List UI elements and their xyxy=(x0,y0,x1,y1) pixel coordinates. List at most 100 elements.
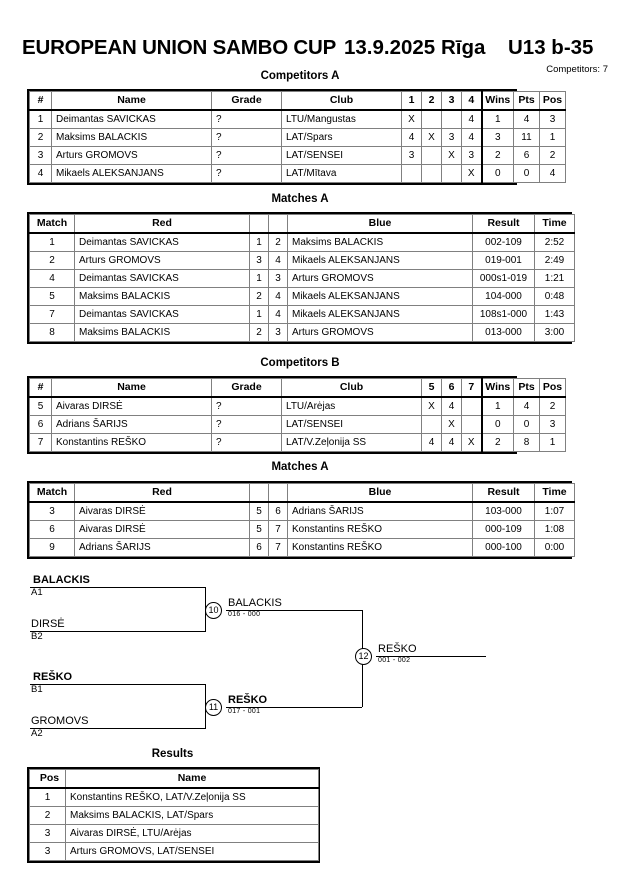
competitor-a-score-0: X xyxy=(401,109,422,129)
match-a-time: 2:52 xyxy=(534,232,575,252)
competitor-a-num: 3 xyxy=(29,146,52,165)
competitor-a-score-3: 4 xyxy=(461,109,482,129)
match-a-red-name: Deimantas SAVICKAS xyxy=(74,269,250,288)
competitor-a-pos: 2 xyxy=(539,146,566,165)
match-b-match-number: 6 xyxy=(29,520,75,539)
competitor-a-header-1: Name xyxy=(51,91,212,111)
match-a-match-number: 2 xyxy=(29,251,75,270)
competitor-b-grade: ? xyxy=(211,396,282,416)
competitor-a-header-8: Wins xyxy=(480,91,514,111)
competitor-a-score-2: X xyxy=(441,146,462,165)
match-a-result: 002-109 xyxy=(472,232,535,252)
competitor-a-header-3: Club xyxy=(281,91,402,111)
match-b-header-bluenum xyxy=(268,483,288,503)
match-a-header-bluenum xyxy=(268,214,288,234)
competitor-b-wins: 0 xyxy=(480,415,514,434)
match-a-red-seed: 2 xyxy=(249,287,269,306)
document-header: EUROPEAN UNION SAMBO CUP 13.9.2025 Rīga … xyxy=(0,36,630,75)
competitor-a-club: LAT/Spars xyxy=(281,128,402,147)
competitor-a-header-0: # xyxy=(29,91,52,111)
bracket-line-entry-2 xyxy=(30,684,205,685)
match-a-red-name: Deimantas SAVICKAS xyxy=(74,232,250,252)
competitor-b-name: Konstantins REŠKO xyxy=(51,433,212,452)
competitor-b-header-2: Grade xyxy=(211,378,282,398)
bracket-line-node-11 xyxy=(226,707,362,708)
match-a-blue-seed: 3 xyxy=(268,323,288,342)
result-name: Maksims BALACKIS, LAT/Spars xyxy=(65,806,319,825)
competitor-a-wins: 1 xyxy=(480,109,514,129)
competitor-a-club: LTU/Mangustas xyxy=(281,109,402,129)
result-pos: 1 xyxy=(29,787,66,807)
competitor-b-pos: 2 xyxy=(539,396,566,416)
match-a-blue-seed: 4 xyxy=(268,287,288,306)
match-b-header-rednum xyxy=(249,483,269,503)
match-b-result: 000-100 xyxy=(472,538,535,557)
competitor-a-score-0: 4 xyxy=(401,128,422,147)
match-a-red-name: Deimantas SAVICKAS xyxy=(74,305,250,324)
match-a-red-name: Maksims BALACKIS xyxy=(74,323,250,342)
match-a-header-match: Match xyxy=(29,214,75,234)
competitor-b-score-0: 4 xyxy=(421,433,442,452)
match-a-result: 019-001 xyxy=(472,251,535,270)
match-b-blue-seed: 6 xyxy=(268,501,288,521)
bracket-line-entry-1 xyxy=(30,631,205,632)
competitor-a-name: Arturs GROMOVS xyxy=(51,146,212,165)
competitor-a-score-2 xyxy=(441,109,462,129)
competitor-a-grade: ? xyxy=(211,128,282,147)
competitor-b-pts: 0 xyxy=(513,415,540,434)
competitor-a-header-7: 4 xyxy=(461,91,482,111)
match-a-blue-name: Mikaels ALEKSANJANS xyxy=(287,287,473,306)
match-b-red-name: Adrians ŠARIJS xyxy=(74,538,250,557)
competitor-a-wins: 0 xyxy=(480,164,514,183)
match-a-red-seed: 1 xyxy=(249,232,269,252)
competitor-a-num: 4 xyxy=(29,164,52,183)
match-a-result: 013-000 xyxy=(472,323,535,342)
competitor-a-pts: 6 xyxy=(513,146,540,165)
match-a-red-name: Arturs GROMOVS xyxy=(74,251,250,270)
competitor-b-grade: ? xyxy=(211,415,282,434)
match-a-red-seed: 1 xyxy=(249,269,269,288)
competitor-b-wins: 2 xyxy=(480,433,514,452)
match-a-time: 1:21 xyxy=(534,269,575,288)
competitor-a-header-5: 2 xyxy=(421,91,442,111)
match-b-red-name: Aivaras DIRSĖ xyxy=(74,520,250,539)
bracket-node-winner-11: REŠKO xyxy=(228,694,268,706)
match-a-result: 000s1-019 xyxy=(472,269,535,288)
competitor-a-header-4: 1 xyxy=(401,91,422,111)
bracket-node-score-10: 016 - 000 xyxy=(228,611,261,618)
competitor-b-pts: 8 xyxy=(513,433,540,452)
bracket-node-winner-12: REŠKO xyxy=(378,643,417,655)
match-b-blue-name: Adrians ŠARIJS xyxy=(287,501,473,521)
competitor-a-score-3: 3 xyxy=(461,146,482,165)
competitor-a-score-1: X xyxy=(421,128,442,147)
competitor-b-name: Adrians ŠARIJS xyxy=(51,415,212,434)
bracket-node-score-11: 017 - 001 xyxy=(228,708,261,715)
match-a-blue-name: Maksims BALACKIS xyxy=(287,232,473,252)
match-b-header-match: Match xyxy=(29,483,75,503)
result-pos: 3 xyxy=(29,824,66,843)
match-b-blue-seed: 7 xyxy=(268,520,288,539)
competitor-a-score-2 xyxy=(441,164,462,183)
match-b-time: 0:00 xyxy=(534,538,575,557)
match-a-blue-seed: 2 xyxy=(268,232,288,252)
competitor-b-header-5: 6 xyxy=(441,378,462,398)
match-a-red-seed: 3 xyxy=(249,251,269,270)
competitor-a-num: 1 xyxy=(29,109,52,129)
match-a-match-number: 8 xyxy=(29,323,75,342)
match-a-time: 2:49 xyxy=(534,251,575,270)
competitor-a-grade: ? xyxy=(211,164,282,183)
event-title: EUROPEAN UNION SAMBO CUP xyxy=(22,36,337,59)
competitor-a-header-10: Pos xyxy=(539,91,566,111)
match-a-header-result: Result xyxy=(472,214,535,234)
competitor-a-pos: 3 xyxy=(539,109,566,129)
match-b-blue-seed: 7 xyxy=(268,538,288,557)
section-caption-competitors-a: Competitors A xyxy=(260,70,340,82)
match-b-red-seed: 6 xyxy=(249,538,269,557)
